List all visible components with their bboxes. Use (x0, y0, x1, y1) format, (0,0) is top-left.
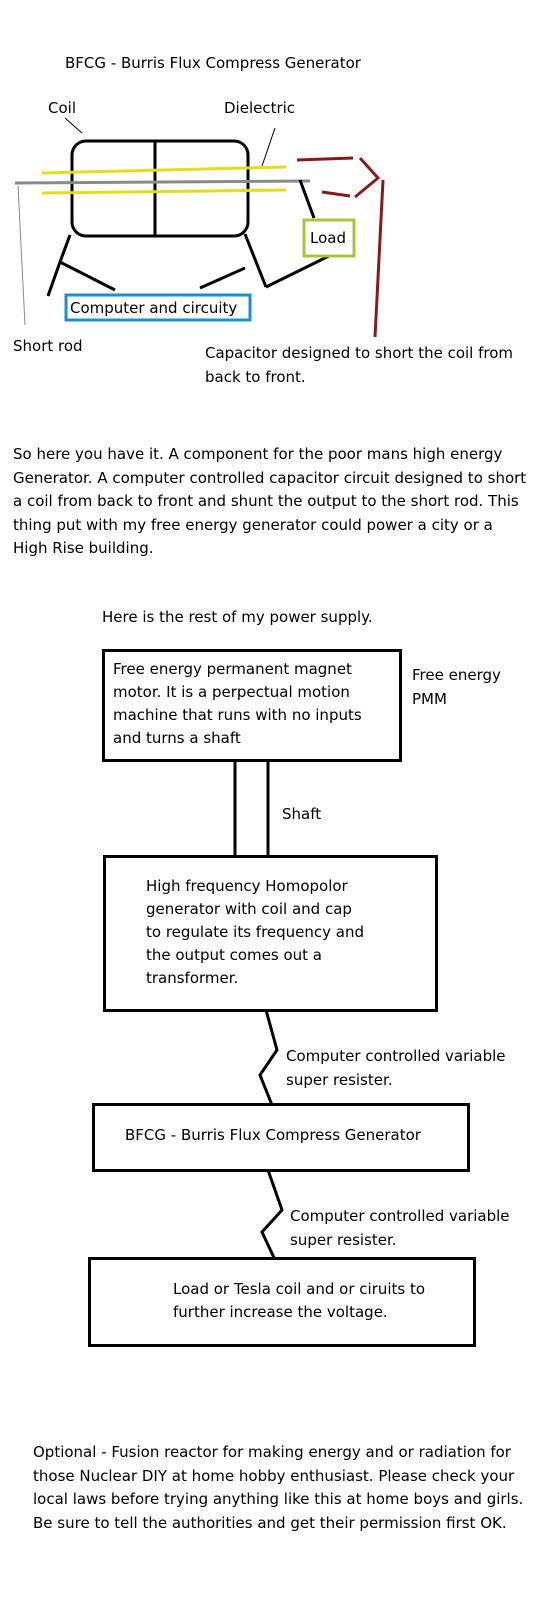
computer-box (64, 293, 252, 322)
capacitor-label: Capacitor designed to short the coil fro… (205, 344, 514, 386)
computer-to-load-wire (265, 252, 334, 289)
computer-label: Computer and circuity (70, 299, 238, 317)
homopolar-box-text: High frequency Homopolor generator with … (146, 877, 365, 987)
coil-shape (70, 139, 250, 238)
diagram-title: BFCG - Burris Flux Compress Generator (65, 54, 361, 72)
power-supply-intro: Here is the rest of my power supply. (102, 608, 373, 626)
dielectric-line-top (41, 165, 287, 175)
dielectric-leader-line (261, 127, 276, 167)
capacitor-bottom-left (321, 190, 351, 198)
load-box (302, 218, 356, 258)
capacitor-plate-long (373, 179, 385, 338)
coil-right-wire (243, 233, 268, 288)
resister-label-2: Computer controlled variable super resis… (290, 1207, 510, 1249)
pmm-box: Free energy permanent magnet motor. It i… (102, 649, 402, 762)
power-supply-connectors (233, 757, 284, 1263)
load-output-box-text: Load or Tesla coil and or ciruits to fur… (173, 1280, 426, 1321)
dielectric-label: Dielectric (224, 99, 296, 117)
bfcg-box: BFCG - Burris Flux Compress Generator (92, 1103, 470, 1172)
shaft-label: Shaft (282, 805, 322, 823)
short-rod-vertical (17, 185, 26, 326)
bfcg-diagram (14, 117, 385, 338)
coil-left-wire (58, 234, 72, 263)
shaft (233, 757, 270, 861)
pmm-side-label: Free energy PMM (412, 666, 501, 708)
coil-leader-line (64, 117, 83, 134)
bfcg-box-text: BFCG - Burris Flux Compress Generator (125, 1126, 421, 1144)
homopolar-box: High frequency Homopolor generator with … (103, 855, 438, 1012)
load-output-box: Load or Tesla coil and or ciruits to fur… (88, 1257, 476, 1347)
rod-to-load-wire (298, 179, 316, 219)
computer-left-wire (46, 259, 116, 297)
pmm-box-text: Free energy permanent magnet motor. It i… (113, 660, 362, 747)
load-label: Load (310, 229, 346, 247)
closing-paragraph: Optional - Fusion reactor for making ene… (33, 1443, 524, 1532)
intro-paragraph: So here you have it. A component for the… (13, 445, 527, 557)
capacitor-arc (354, 156, 381, 199)
short-rod-label: Short rod (13, 337, 83, 355)
capacitor-top-left (296, 156, 354, 162)
dielectric-line-bottom (41, 188, 287, 195)
computer-mid-wire (199, 266, 246, 290)
zigzag-wire-1 (258, 1009, 279, 1106)
resister-label-1: Computer controlled variable super resis… (286, 1047, 506, 1089)
zigzag-wire-2 (260, 1169, 284, 1263)
short-rod-horizontal (14, 179, 311, 185)
coil-label: Coil (48, 99, 76, 117)
